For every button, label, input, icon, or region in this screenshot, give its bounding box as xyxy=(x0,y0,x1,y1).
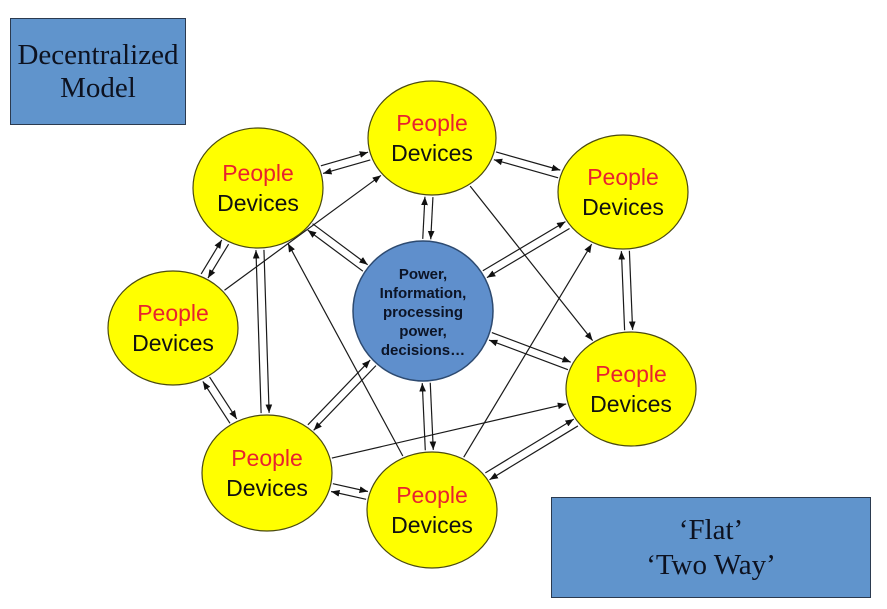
node-circle xyxy=(565,331,697,447)
connection-arrow-top-top-left xyxy=(320,151,369,167)
connection-arrow-bottom-left-right xyxy=(331,402,567,459)
devices-label: Devices xyxy=(217,190,299,216)
center-line-3: processing xyxy=(383,304,463,321)
flat-two-way-box: ‘Flat’ ‘Two Way’ xyxy=(551,497,871,598)
connection-arrow-top-top-right xyxy=(495,151,561,172)
center-line-4: power, xyxy=(399,323,447,340)
node-circle xyxy=(201,414,333,532)
people-label: People xyxy=(396,482,468,508)
connection-arrow-top-left-bottom-left xyxy=(252,250,262,414)
title-line-2: Model xyxy=(60,71,136,104)
connection-arrow-bottom-top-right xyxy=(463,243,593,458)
node-circle xyxy=(107,270,239,386)
connections-layer xyxy=(200,151,636,500)
devices-label: Devices xyxy=(132,330,214,356)
connection-arrow-top-right xyxy=(469,185,594,341)
center-hub: Power, Information, processing power, de… xyxy=(352,240,494,382)
center-line-5: decisions… xyxy=(381,342,465,359)
connection-arrow-top-left-bottom-left xyxy=(263,249,273,413)
title-box: Decentralized Model xyxy=(10,18,186,125)
connection-arrow-top-left-center xyxy=(307,229,364,272)
note-line-2: ‘Two Way’ xyxy=(646,548,776,581)
connection-arrow-bottom-left-center xyxy=(313,365,377,431)
connection-arrow-right-center xyxy=(488,339,569,371)
connection-arrow-top-top-right xyxy=(493,158,559,179)
connection-arrow-left-bottom-left xyxy=(202,381,231,424)
connection-arrow-top-right-center xyxy=(486,227,570,279)
note-line-1: ‘Flat’ xyxy=(678,513,744,546)
connection-arrow-left-top xyxy=(224,174,382,291)
people-label: People xyxy=(222,160,294,186)
devices-label: Devices xyxy=(391,512,473,538)
connection-arrow-bottom-left-bottom xyxy=(330,490,367,500)
devices-label: Devices xyxy=(582,194,664,220)
connection-arrow-top-center xyxy=(427,197,435,240)
connection-arrow-top-left-left xyxy=(200,239,223,275)
node-circle xyxy=(557,134,689,250)
connection-arrow-bottom-left-center xyxy=(307,359,371,426)
center-line-2: Information, xyxy=(380,285,467,302)
title-line-1: Decentralized xyxy=(17,38,179,71)
connection-arrow-top-left-left xyxy=(207,243,230,279)
node-circle xyxy=(366,451,498,569)
center-line-1: Power, xyxy=(399,266,447,283)
node-circle xyxy=(192,127,324,249)
devices-label: Devices xyxy=(226,475,308,501)
people-label: People xyxy=(587,164,659,190)
connection-arrow-right-center xyxy=(491,331,571,363)
people-label: People xyxy=(231,445,303,471)
people-label: People xyxy=(137,300,209,326)
connection-arrow-top-left-center xyxy=(312,223,369,266)
connection-arrow-left-bottom-left xyxy=(209,376,238,420)
connection-arrow-top-right-center xyxy=(482,221,566,272)
connection-arrow-right-bottom xyxy=(485,418,575,474)
connection-arrow-top-right-right xyxy=(618,251,626,331)
node-circle xyxy=(367,80,497,196)
devices-label: Devices xyxy=(391,140,473,166)
devices-label: Devices xyxy=(590,391,672,417)
connection-arrow-top-right-right xyxy=(628,250,636,330)
connection-arrow-bottom-left-bottom xyxy=(332,483,369,493)
connection-arrow-top-center xyxy=(421,196,428,239)
connection-arrow-top-top-left xyxy=(322,159,371,175)
people-label: People xyxy=(595,361,667,387)
center-hub-circle xyxy=(352,240,494,382)
connection-arrow-bottom-top-left xyxy=(287,243,404,457)
connection-arrow-right-bottom xyxy=(489,425,579,481)
people-label: People xyxy=(396,110,468,136)
nodes-layer: Power, Information, processing power, de… xyxy=(107,80,697,569)
connection-arrow-bottom-center xyxy=(419,383,426,451)
connection-arrow-bottom-center xyxy=(429,382,437,450)
